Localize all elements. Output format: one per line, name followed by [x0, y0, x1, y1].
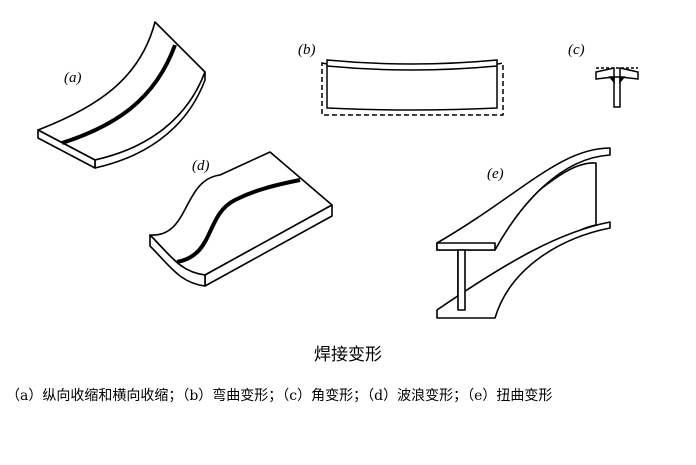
panel-c-tee-section	[595, 67, 639, 108]
panel-a-curved-plate	[37, 21, 206, 169]
panel-b-flange-line	[326, 65, 498, 71]
panel-c-label: (c)	[568, 42, 585, 58]
welding-deformation-figure: (a) (b) (c) (d) (e)	[37, 21, 639, 319]
panel-b-bent-beam-body	[326, 59, 498, 111]
panel-a-plate-side	[37, 129, 96, 169]
panel-c-weld-left	[608, 76, 615, 85]
panel-e-web-front	[457, 249, 466, 311]
figure-caption: （a）纵向收缩和横向收缩；（b）弯曲变形；（c）角变形；（d）波浪变形；（e）扭…	[6, 388, 553, 404]
panel-c-web	[613, 76, 621, 108]
panel-a-weld-seam	[61, 44, 177, 145]
figure-title: 焊接变形	[314, 345, 382, 365]
panel-e-label: (e)	[487, 166, 504, 182]
panel-d-weld-seam	[176, 178, 301, 264]
panel-e-top-flange-side	[436, 242, 496, 251]
panel-b-bent-beam	[321, 59, 504, 116]
panel-a-plate-top	[37, 21, 206, 161]
panel-a-label: (a)	[64, 70, 82, 86]
panel-d-wavy-plate	[149, 151, 333, 287]
panel-a-plate-thickness	[94, 71, 206, 169]
panel-b-label: (b)	[298, 42, 316, 58]
panel-d-label: (d)	[192, 158, 210, 174]
panel-e-bottom-flange	[436, 221, 611, 319]
panel-e-twisted-i-beam	[436, 147, 611, 319]
panel-c-weld-right	[619, 76, 626, 85]
panel-d-plate-side	[149, 234, 206, 287]
panel-e-top-flange	[436, 147, 611, 251]
